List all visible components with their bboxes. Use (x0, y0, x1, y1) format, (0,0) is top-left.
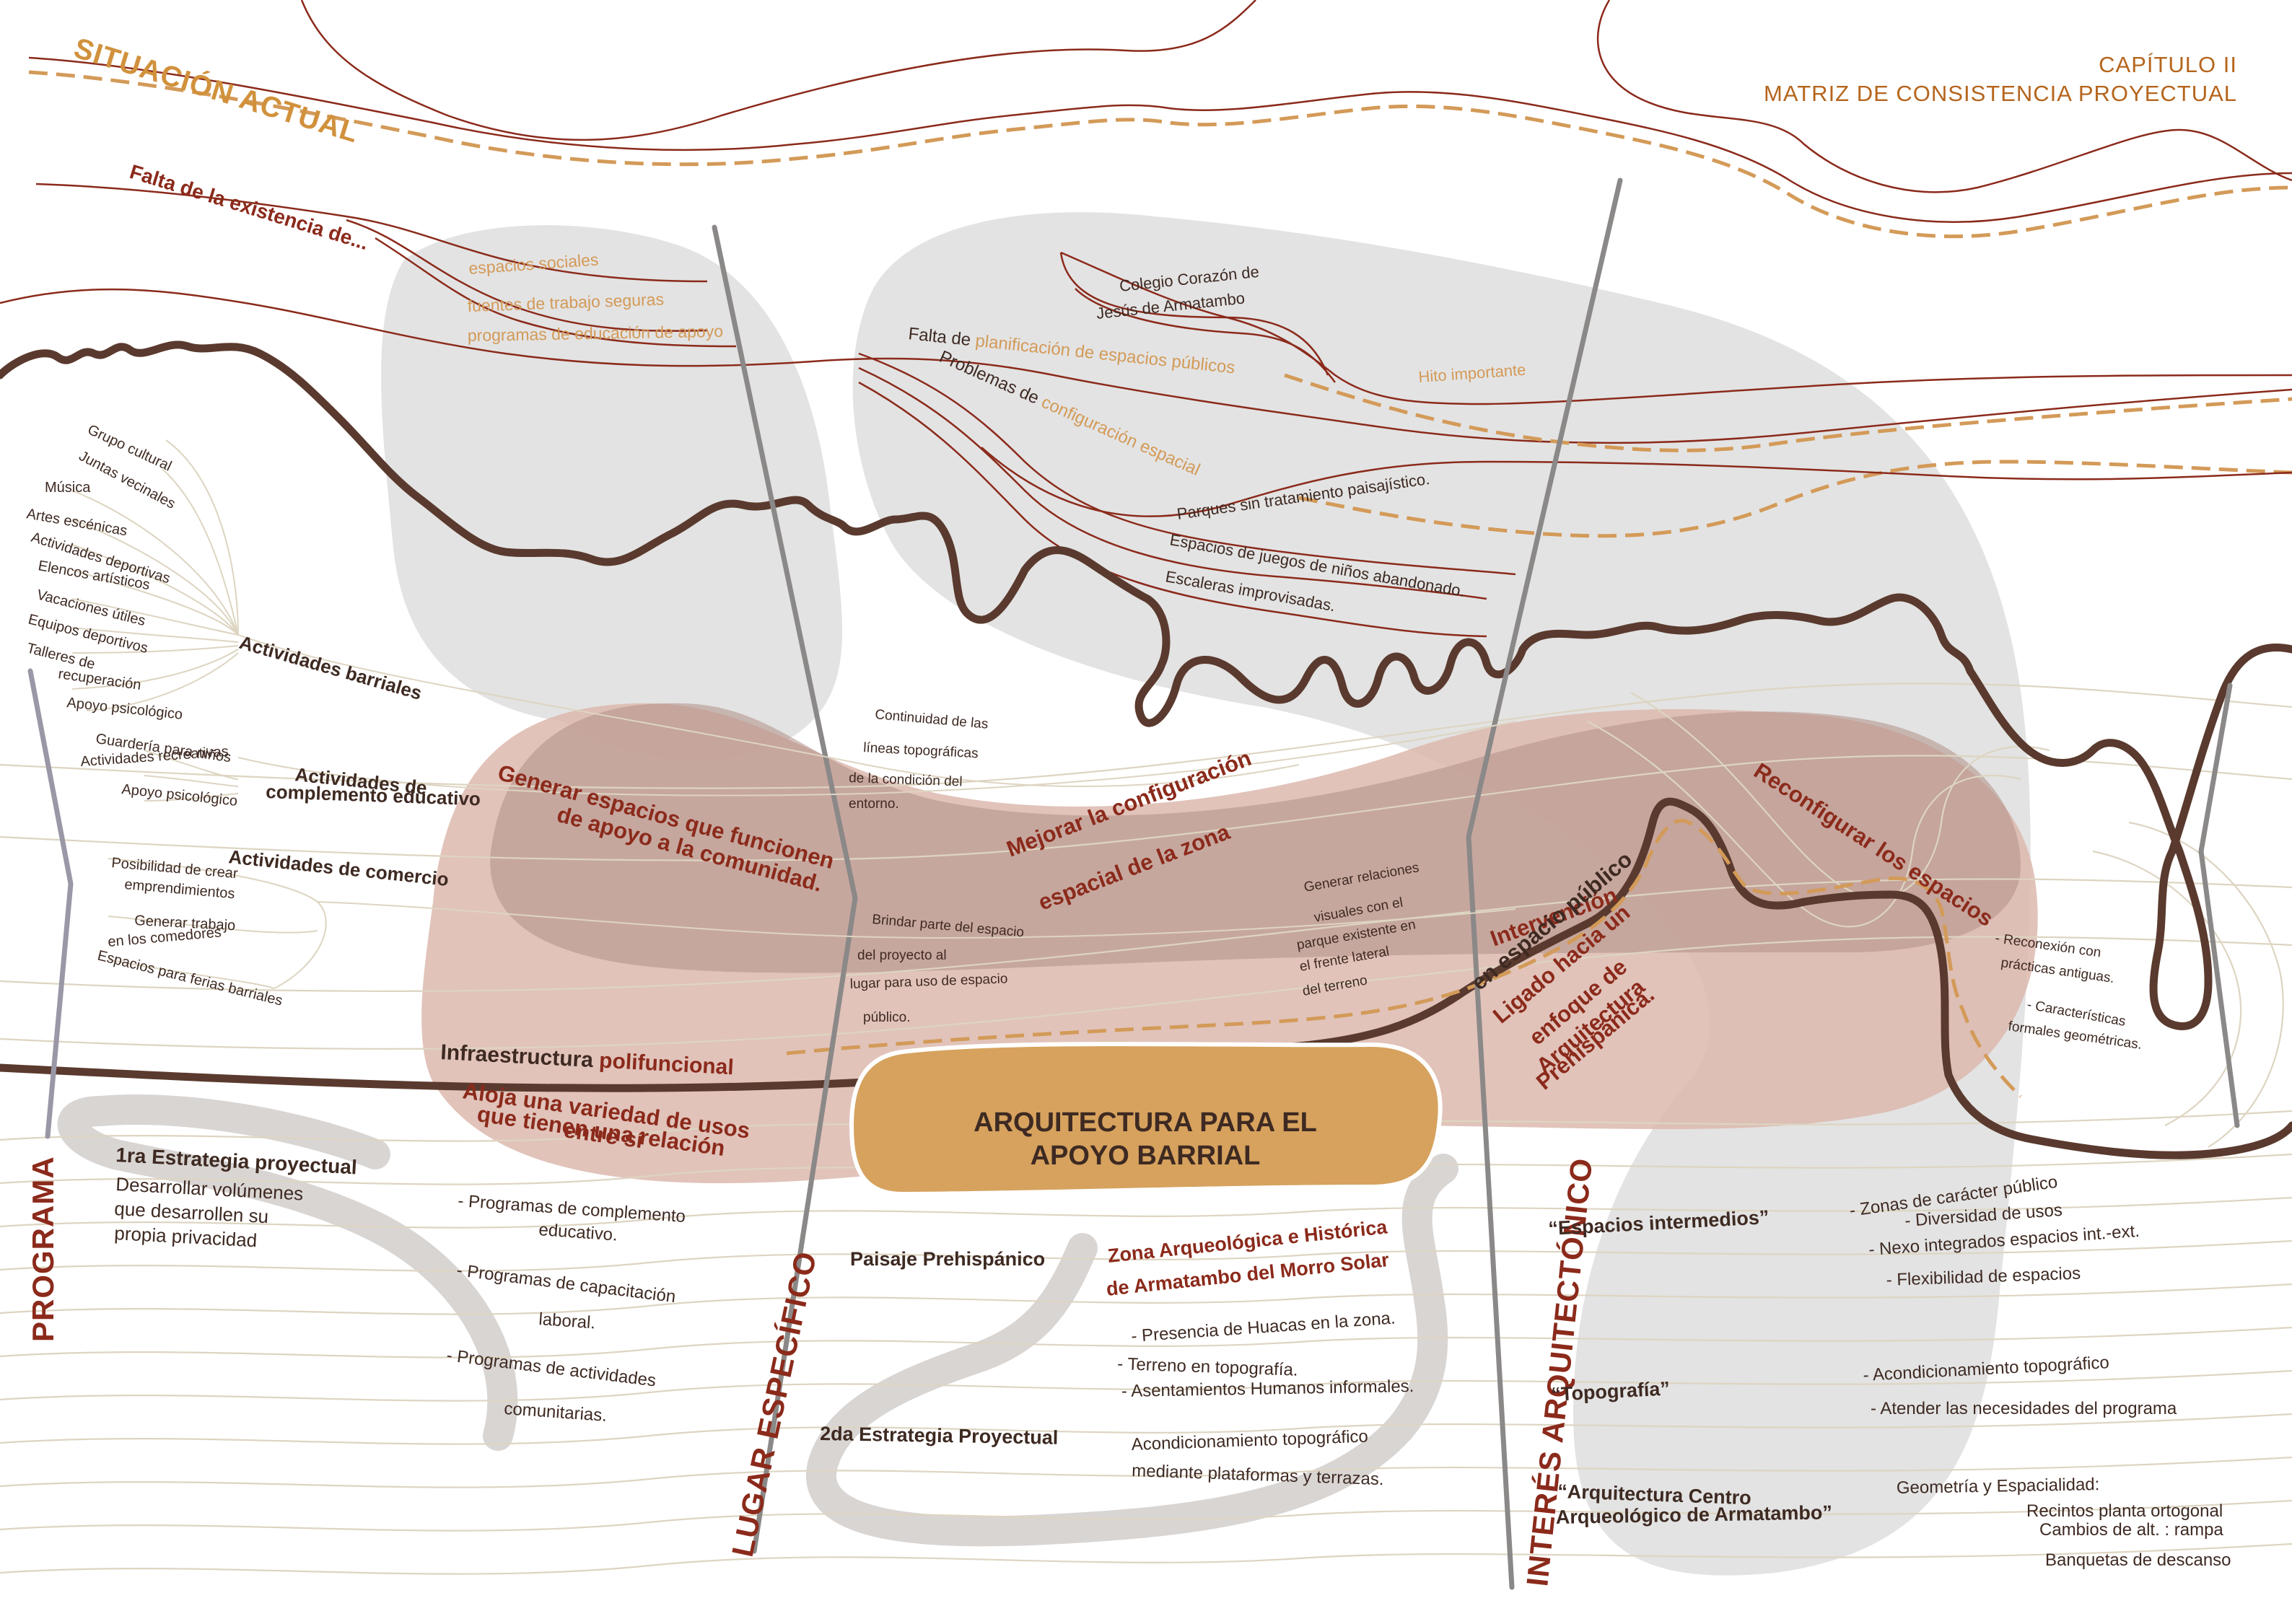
ab-item-apoyo: Apoyo psicológico (66, 695, 183, 723)
axis-lugar (712, 224, 858, 1554)
top-curve-left (300, 0, 1256, 141)
chapter-label: CAPÍTULO II (2099, 52, 2237, 77)
top-lines (0, 0, 2292, 638)
geometria-2: Recintos planta ortogonal (2026, 1501, 2223, 1521)
river-lines (0, 341, 2292, 1159)
ce-item-apoyo: Apoyo psicológico (121, 781, 238, 809)
brindar-4: público. (863, 1010, 911, 1025)
river-top (0, 341, 2292, 1030)
programa-2: - Programas de capacitación (455, 1260, 676, 1307)
gold-dashed-lines (786, 819, 2022, 1098)
centro-title-2: Arqueológico de Armatambo” (1556, 1501, 1833, 1528)
grey-swirl-bottom (806, 1154, 1458, 1547)
com-item-ferias: Espacios para ferias barriales (96, 948, 284, 1009)
actividades-barriales: Grupo cultural Juntas vecinales Música A… (25, 422, 424, 723)
geometria-1: Geometría y Espacialidad: (1897, 1475, 2100, 1498)
situation-dashed (28, 70, 2292, 239)
mid-dashed-2 (1298, 460, 2292, 538)
colegio-curve-2 (1075, 288, 1336, 383)
colegio-curve-1 (1059, 252, 1329, 376)
programa-3: - Programas de actividades (445, 1346, 657, 1390)
problem-line-3 (858, 381, 1487, 638)
lugar-section: Paisaje Prehispánico Zona Arqueológica e… (820, 1216, 1414, 1489)
falta-line-2 (346, 219, 708, 332)
falta-line-3 (375, 237, 737, 348)
estrategia-2-title: 2da Estrategia Proyectual (820, 1423, 1059, 1449)
ab-item-recuperacion: recuperación (57, 666, 142, 693)
ab-item-musica: Música (45, 480, 91, 496)
problem-line-4 (981, 447, 2292, 517)
grey-blob-left (381, 225, 843, 760)
continuidad-4: entorno. (849, 796, 899, 812)
lugar-item-terreno: - Terreno en topografía. (1117, 1354, 1298, 1380)
lugar-item-asentamientos: - Asentamientos Humanos informales. (1121, 1377, 1414, 1401)
grey-blob-right (852, 212, 2031, 1576)
chapter-subtitle: MATRIZ DE CONSISTENCIA PROYECTUAL (1764, 81, 2237, 106)
topografia-item-2: - Atender las necesidades del programa (1871, 1399, 2177, 1418)
paisaje-label: Paisaje Prehispánico (850, 1248, 1045, 1270)
background-blobs (57, 212, 2038, 1576)
axis-label-programa: PROGRAMA (26, 1156, 60, 1342)
problem-line-1 (858, 352, 1516, 576)
center-line-2: APOYO BARRIAL (1031, 1141, 1261, 1171)
programa-1b: educativo. (538, 1220, 618, 1245)
center-line-1: ARQUITECTURA PARA EL (974, 1107, 1317, 1138)
complemento-educativo: Guardería para niños Actividades recreat… (80, 731, 481, 809)
problem-line-2 (858, 367, 1487, 600)
actividades-comercio: Posibilidad de crear emprendimientos Gen… (96, 846, 450, 1009)
mid-dashed (1284, 373, 2292, 452)
com-item-emprendimientos: emprendimientos (124, 877, 236, 902)
axis-interes (1466, 177, 1623, 1590)
programa-2b: laboral. (538, 1309, 596, 1333)
continuidad-1: Continuidad de las (875, 707, 989, 732)
top-curve-right (1596, 0, 2292, 193)
center-box (849, 1042, 1443, 1197)
geometria-4: Banquetas de descanso (2045, 1550, 2231, 1570)
axis-lines (27, 177, 2240, 1590)
axis-programa (27, 668, 74, 1139)
continuidad-2: líneas topográficas (863, 740, 979, 761)
estrategia-2-desc-1: Acondicionamiento topográfico (1131, 1427, 1368, 1454)
actividades-barriales-connectors (71, 439, 1516, 989)
axis-right (2198, 682, 2240, 1128)
falta-line (35, 183, 708, 283)
actividades-barriales-title: Actividades barriales (237, 631, 424, 704)
river-bottom (0, 797, 2292, 1159)
lugar-item-huacas: - Presencia de Huacas en la zona. (1131, 1308, 1396, 1346)
grey-swirl-left (57, 1094, 518, 1451)
rose-blob-dark (490, 703, 2021, 973)
axis-label-lugar: LUGAR ESPECÍFICO (725, 1248, 823, 1560)
geometria-3: Cambios de alt. : rampa (2039, 1520, 2223, 1540)
estrategia-1-desc-3: propia privacidad (114, 1222, 258, 1251)
situacion-item-programas: programas de educación de apoyo (468, 322, 724, 345)
situation-line (28, 56, 2292, 223)
programa-3b: comunitarias. (504, 1399, 608, 1426)
complemento-title-2: complemento educativo (266, 781, 481, 809)
brindar-2: del proyecto al (857, 948, 947, 963)
grey-swirl-right (1537, 657, 1927, 714)
falta-existencia-label: Falta de la existencia de... (127, 160, 371, 254)
estrategia-1: 1ra Estrategia proyectual Desarrollar vo… (114, 1144, 686, 1426)
programa-1: - Programas de complemento (458, 1191, 686, 1226)
situacion-title: SITUACIÓN ACTUAL (70, 31, 363, 149)
mid-line (0, 288, 2292, 444)
